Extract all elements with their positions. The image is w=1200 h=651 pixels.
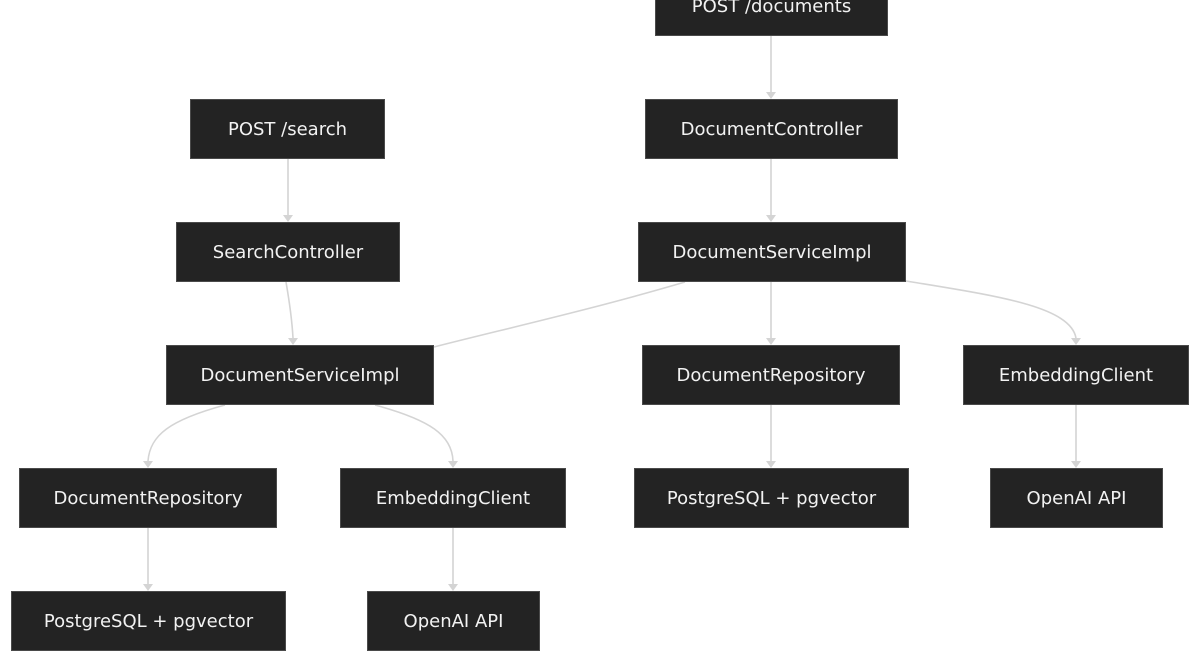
node-label: DocumentController: [680, 118, 863, 140]
arrowhead: [448, 584, 458, 591]
node-document-repository: DocumentRepository: [642, 345, 900, 405]
edge-document-service-impl-to-embedding-client: [899, 279, 1077, 339]
node-post-documents: POST /documents: [655, 0, 888, 36]
node-label: DocumentRepository: [53, 487, 243, 509]
arrowhead: [283, 215, 293, 222]
node-label: SearchController: [212, 241, 364, 263]
node-embedding-client-search: EmbeddingClient: [340, 468, 566, 528]
node-label: PostgreSQL + pgvector: [43, 610, 254, 632]
arrowhead: [448, 461, 458, 468]
arrowhead: [766, 215, 776, 222]
node-postgresql-pgvector: PostgreSQL + pgvector: [634, 468, 909, 528]
flow-edges: [143, 36, 1081, 591]
node-postgresql-pgvector-search: PostgreSQL + pgvector: [11, 591, 286, 651]
edge-document-service-impl-to-embedding-client-left: [374, 404, 454, 462]
node-document-service-impl-search: DocumentServiceImpl: [166, 345, 434, 405]
node-label: DocumentServiceImpl: [200, 364, 400, 386]
arrowhead: [766, 92, 776, 99]
arrowhead: [288, 338, 298, 345]
node-openai-api-search: OpenAI API: [367, 591, 540, 651]
edge-document-service-impl-to-document-repository-left: [147, 404, 226, 462]
node-label: OpenAI API: [403, 610, 504, 632]
node-label: POST /documents: [691, 0, 852, 17]
arrowhead: [143, 461, 153, 468]
node-label: DocumentRepository: [676, 364, 866, 386]
node-openai-api: OpenAI API: [990, 468, 1163, 528]
node-embedding-client: EmbeddingClient: [963, 345, 1189, 405]
node-document-repository-search: DocumentRepository: [19, 468, 277, 528]
edge-document-service-impl-to-document-service-impl: [433, 281, 686, 348]
node-document-controller: DocumentController: [645, 99, 898, 159]
arrowhead: [1071, 338, 1081, 345]
arrowhead: [766, 461, 776, 468]
edge-search-controller-to-document-service-impl: [285, 281, 294, 339]
arrowhead: [766, 338, 776, 345]
arrowhead: [1071, 461, 1081, 468]
node-label: EmbeddingClient: [375, 487, 531, 509]
node-label: POST /search: [227, 118, 348, 140]
node-label: EmbeddingClient: [998, 364, 1154, 386]
node-label: DocumentServiceImpl: [672, 241, 872, 263]
arrowhead: [143, 584, 153, 591]
node-label: PostgreSQL + pgvector: [666, 487, 877, 509]
node-post-search: POST /search: [190, 99, 385, 159]
node-search-controller: SearchController: [176, 222, 400, 282]
node-document-service-impl: DocumentServiceImpl: [638, 222, 906, 282]
node-label: OpenAI API: [1026, 487, 1127, 509]
